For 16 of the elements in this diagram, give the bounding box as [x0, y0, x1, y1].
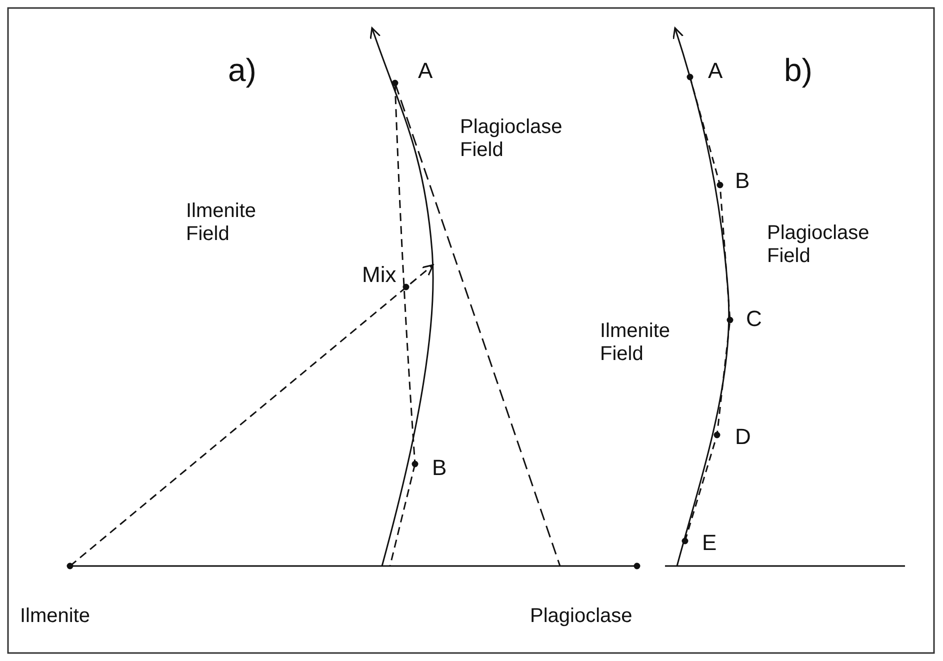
point-label: C — [746, 306, 762, 332]
field-label: Ilmenite Field — [600, 320, 672, 366]
field-label: Plagioclase Field — [460, 116, 564, 162]
point-label: Mix — [362, 262, 396, 288]
point-label: B — [735, 168, 750, 194]
point-label: E — [702, 530, 717, 556]
panel-label: a) — [228, 52, 256, 89]
point-label: A — [708, 58, 723, 84]
panel-label: b) — [784, 52, 812, 89]
field-label: Plagioclase Field — [767, 222, 870, 268]
point-label: B — [432, 455, 447, 480]
point-label: D — [735, 424, 751, 450]
point-label: A — [418, 58, 433, 84]
field-label: Ilmenite Field — [186, 200, 258, 246]
axis-end-label: Plagioclase — [530, 605, 632, 628]
axis-end-label: Ilmenite — [20, 605, 90, 628]
